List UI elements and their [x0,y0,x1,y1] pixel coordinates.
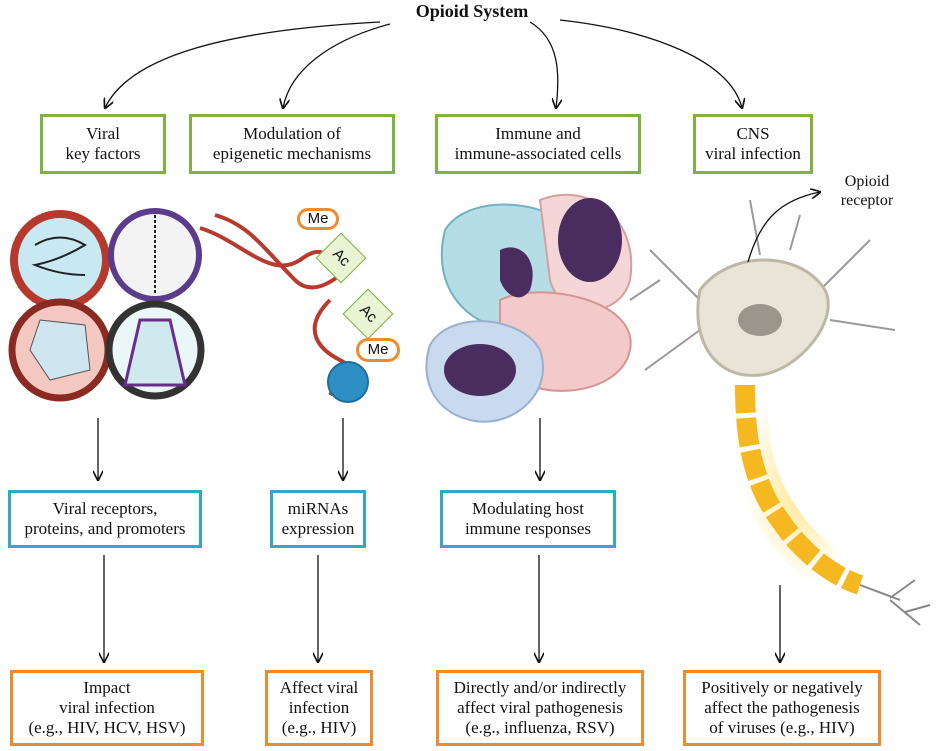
tag-me-1: Me [297,208,339,230]
immune-cells-icon [425,193,633,423]
opioid-receptor-label: Opioid receptor [840,173,894,209]
virus-icons [8,208,205,402]
tag-me-2: Me [356,338,400,362]
box-viral-receptors: Viral receptors, proteins, and promoters [8,490,202,548]
box-cns-viral-infection: CNS viral infection [693,114,813,174]
box-mirnas-expression: miRNAs expression [270,490,366,548]
dna-strand-icon [199,213,369,403]
neuron-icon [629,199,931,626]
flow-arrows [98,418,780,662]
receptor-callout-arrow [747,192,820,263]
diagram-title: Opioid System [415,1,529,21]
box-pathogenesis-of-viruses: Positively or negatively affect the path… [683,670,881,746]
box-epigenetic-mechanisms: Modulation of epigenetic mechanisms [189,114,395,174]
box-immune-cells: Immune and immune-associated cells [435,114,641,174]
box-impact-viral-infection: Impact viral infection (e.g., HIV, HCV, … [10,670,204,746]
top-arrows [105,19,742,108]
box-host-immune-responses: Modulating host immune responses [440,490,616,548]
box-viral-key-factors: Viral key factors [40,114,166,174]
box-viral-pathogenesis: Directly and/or indirectly affect viral … [436,670,644,746]
box-affect-viral-infection: Affect viral infection (e.g., HIV) [265,670,373,746]
